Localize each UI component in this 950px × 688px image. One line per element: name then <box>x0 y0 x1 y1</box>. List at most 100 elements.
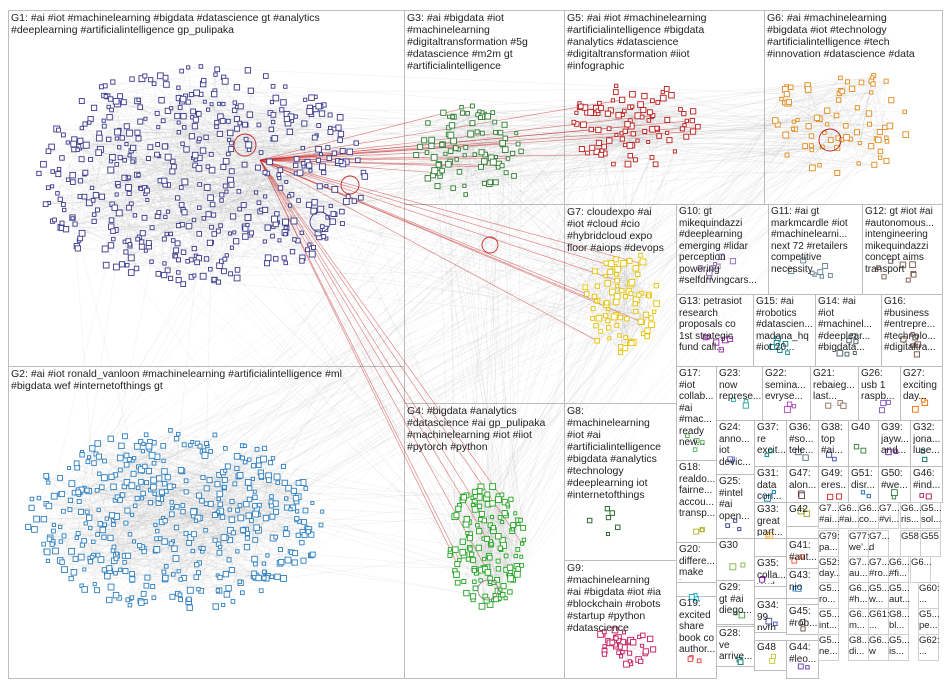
node <box>247 485 253 491</box>
edge <box>81 532 234 558</box>
node <box>614 322 620 328</box>
node <box>87 455 92 460</box>
node <box>282 218 289 226</box>
node <box>137 543 143 549</box>
edge <box>54 471 143 497</box>
edge <box>61 173 297 229</box>
node <box>696 658 702 664</box>
node <box>157 536 163 541</box>
node <box>690 108 697 115</box>
node <box>510 527 515 532</box>
edge <box>79 486 154 502</box>
node <box>181 178 189 186</box>
node <box>641 92 648 100</box>
edge <box>142 161 347 234</box>
edge <box>97 443 299 483</box>
node <box>108 512 116 519</box>
edge <box>193 534 259 579</box>
node <box>46 536 53 542</box>
edge <box>79 482 299 492</box>
edge <box>133 160 168 271</box>
node <box>450 137 457 145</box>
node <box>129 570 135 577</box>
edge <box>182 503 247 506</box>
node <box>306 108 314 115</box>
node <box>236 472 244 479</box>
node <box>95 149 102 156</box>
edge <box>89 77 166 203</box>
node <box>190 108 196 115</box>
node <box>329 218 336 225</box>
edge <box>43 492 75 520</box>
node <box>626 258 633 264</box>
node <box>149 225 155 231</box>
node <box>302 507 309 514</box>
node <box>95 453 102 460</box>
node <box>240 527 246 533</box>
node <box>273 256 279 262</box>
edge <box>132 514 190 544</box>
node <box>207 500 214 507</box>
node <box>486 554 493 561</box>
node <box>687 656 694 662</box>
node <box>52 217 57 223</box>
edge <box>451 125 491 183</box>
node <box>303 486 309 491</box>
edge <box>84 126 195 175</box>
edge <box>166 84 246 125</box>
node <box>138 243 145 250</box>
node <box>122 560 127 565</box>
node <box>786 99 792 106</box>
node <box>867 121 872 127</box>
edge <box>159 430 171 479</box>
node <box>91 460 97 466</box>
edge <box>223 241 265 272</box>
node <box>56 127 61 133</box>
node <box>227 507 232 512</box>
node <box>45 558 50 563</box>
node <box>252 510 259 518</box>
node <box>336 114 344 121</box>
node <box>331 150 338 156</box>
node <box>425 120 431 126</box>
edge <box>486 504 489 601</box>
node <box>153 546 161 553</box>
edge <box>47 551 184 579</box>
node <box>453 571 460 578</box>
node <box>143 432 149 438</box>
node <box>614 277 620 284</box>
node <box>300 557 307 564</box>
node <box>460 494 467 501</box>
edge <box>462 541 504 546</box>
node <box>683 133 690 140</box>
node <box>245 141 253 149</box>
node <box>316 183 323 190</box>
node <box>853 129 860 136</box>
node <box>95 134 103 142</box>
node <box>510 522 517 528</box>
edge <box>83 79 151 146</box>
edge <box>211 104 327 187</box>
node <box>603 273 608 279</box>
node <box>201 216 207 221</box>
group-label-g29: G29: gt #ai diego... <box>719 582 752 616</box>
node <box>125 184 132 191</box>
edge <box>97 199 148 211</box>
node <box>120 99 127 106</box>
node <box>153 522 158 528</box>
node <box>472 493 478 499</box>
node <box>266 477 272 483</box>
node <box>843 123 849 129</box>
edge <box>65 229 195 276</box>
node <box>41 541 47 547</box>
edge <box>187 106 321 262</box>
node <box>613 83 619 89</box>
node <box>256 122 262 128</box>
edge <box>113 550 267 579</box>
node <box>902 109 907 115</box>
node <box>492 119 498 125</box>
node <box>127 254 135 262</box>
edge <box>637 117 643 141</box>
edge <box>178 147 328 226</box>
node <box>82 121 88 127</box>
